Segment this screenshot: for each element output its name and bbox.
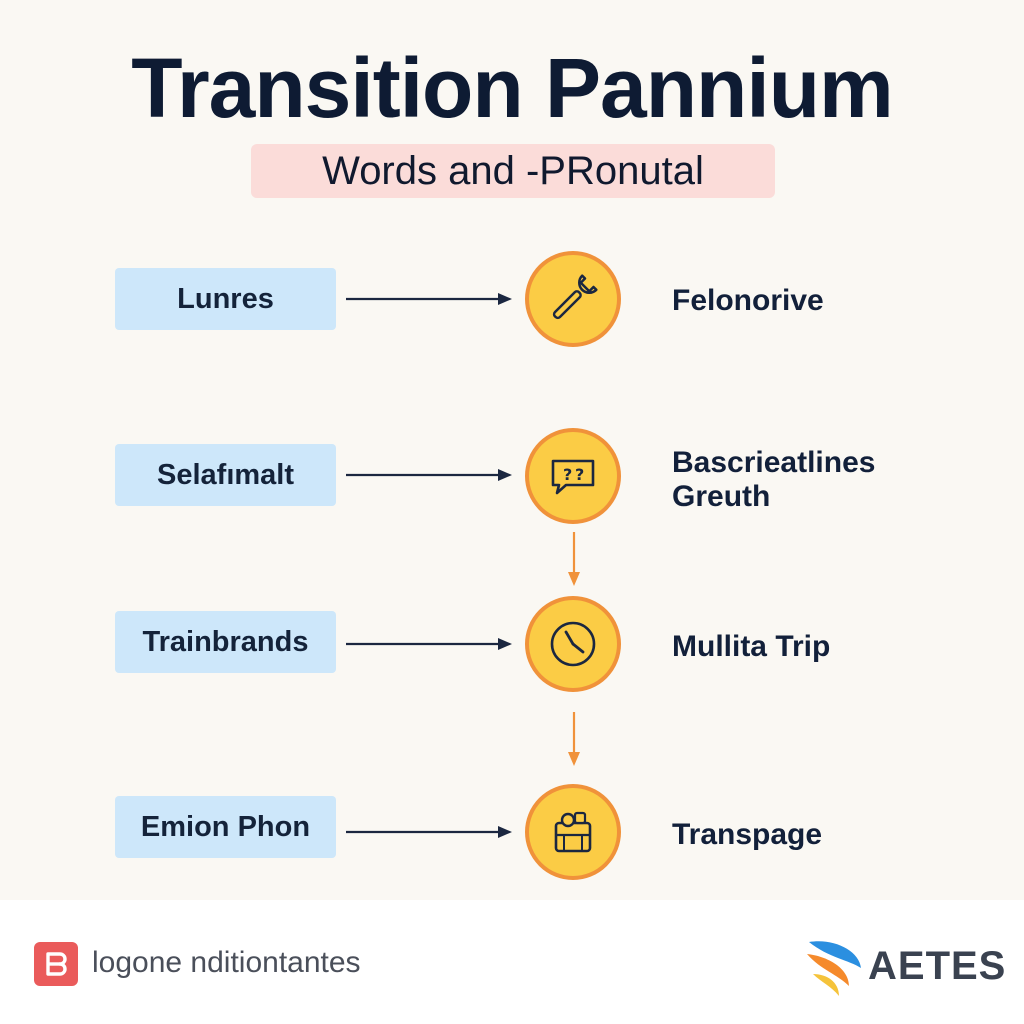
speech-bubble-icon: ? ? xyxy=(525,428,621,524)
right-label-line-2: Greuth xyxy=(672,480,771,513)
left-label-box: Selafımalt xyxy=(115,444,336,506)
svg-text:?: ? xyxy=(563,465,572,484)
right-label: Mullita Trip xyxy=(672,630,831,663)
subtitle: Words and -PRonutal xyxy=(322,148,704,193)
clock-icon xyxy=(525,596,621,692)
brand-logo-icon xyxy=(807,941,861,996)
brand-name: AETES xyxy=(868,944,1007,988)
arrow-right-icon xyxy=(346,826,512,838)
bag-icon xyxy=(525,784,621,880)
svg-text:?: ? xyxy=(575,465,584,484)
subtitle-banner: Words and -PRonutal xyxy=(251,144,775,198)
arrow-right-icon xyxy=(346,469,512,481)
footer-text: logone nditiontantes xyxy=(92,946,361,979)
footer-logo-icon xyxy=(34,942,78,986)
right-label: Felonorive xyxy=(672,284,824,317)
page-title: Transition Pannium xyxy=(131,41,893,135)
arrow-right-icon xyxy=(346,638,512,650)
right-label: Transpage xyxy=(672,818,823,851)
right-label-line-1: Bascrieatlines xyxy=(672,446,876,479)
left-label-box: Lunres xyxy=(115,268,336,330)
arrow-down-icon xyxy=(568,532,580,586)
left-label-box: Trainbrands xyxy=(115,611,336,673)
left-label-box: Emion Phon xyxy=(115,796,336,858)
right-label: Bascrieatlines Greuth xyxy=(672,446,875,514)
wrench-icon xyxy=(525,251,621,347)
arrow-right-icon xyxy=(346,293,512,305)
arrow-down-icon xyxy=(568,712,580,766)
